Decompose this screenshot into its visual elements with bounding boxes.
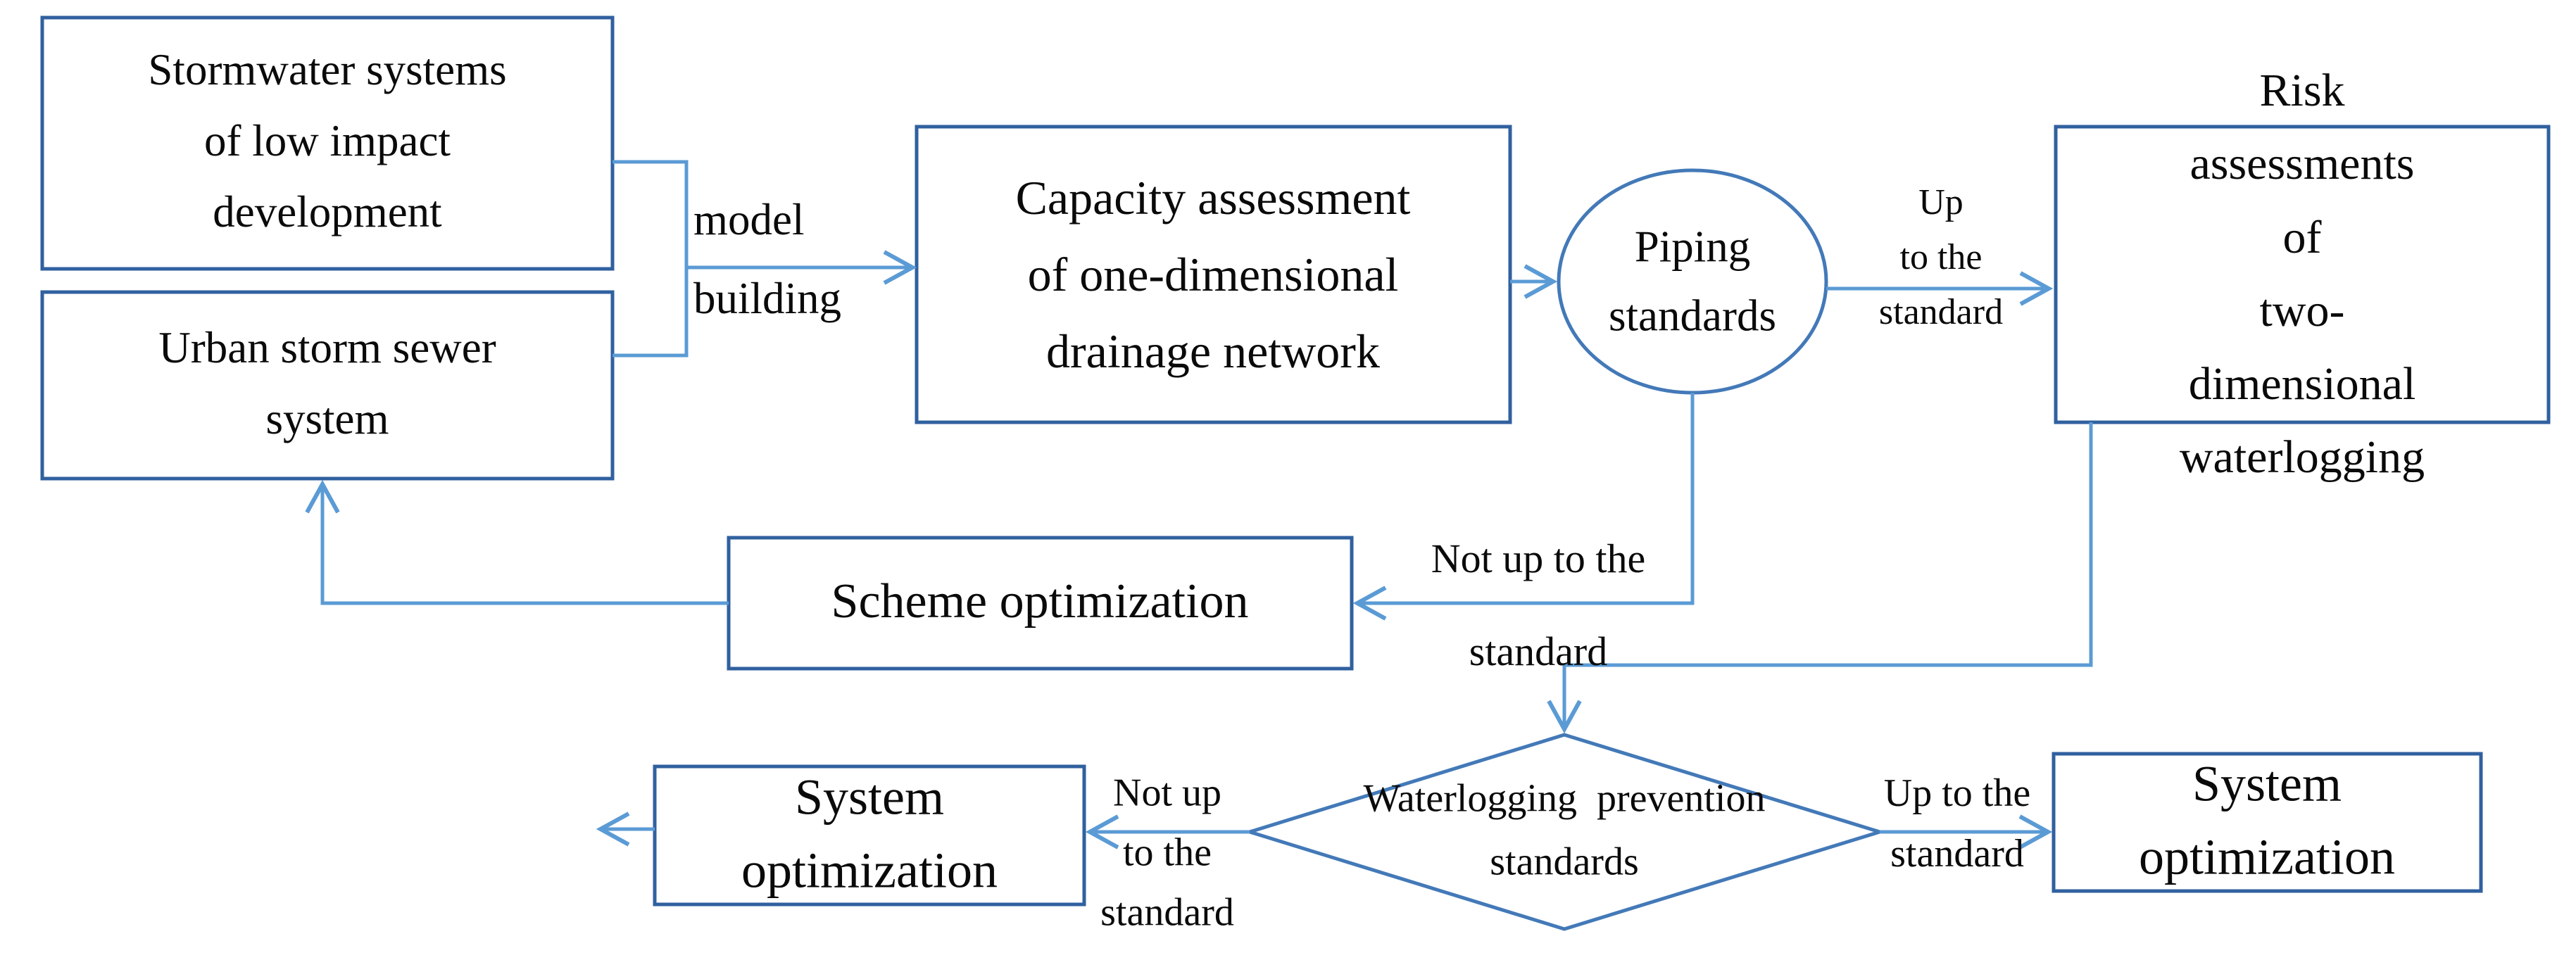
node-risk-box: [2054, 125, 2551, 424]
node-system-right-label: System optimization: [2139, 755, 2395, 885]
node-scheme-label: Scheme optimization: [831, 574, 1249, 629]
node-capacity-box: [915, 125, 1512, 424]
node-system-right-box: [2052, 752, 2483, 893]
edge-scheme-to-urban-arrow: [305, 479, 729, 605]
edge-label-up-to-standard-piping: Up to the standard: [1878, 182, 2004, 332]
node-scheme-box: [727, 536, 1354, 671]
node-system-left-box: [653, 764, 1086, 907]
edge-label-up-to-standard-diamond: Up to the standard: [1883, 771, 2031, 876]
edge-label-model-building: model building: [693, 195, 842, 323]
node-stormwater-label: Stormwater systems of low impact develop…: [148, 44, 507, 236]
edge-label-not-up-to-standard-diamond: Not up to the standard: [1100, 771, 1234, 935]
node-urban-box: [40, 290, 615, 481]
node-capacity-label: Capacity assessment of one-dimensional d…: [1015, 170, 1411, 378]
node-stormwater-box: [40, 15, 615, 271]
node-urban-label: Urban storm sewer system: [158, 323, 496, 443]
node-waterlogging-diamond: [1243, 733, 1886, 931]
edge-label-not-up-to-standard-piping: Not up to the standard: [1431, 536, 1646, 674]
node-system-left-label: System optimization: [741, 769, 998, 899]
node-piping-label: Piping standards: [1609, 222, 1776, 340]
edge-piping-to-scheme-arrow: [1352, 393, 1695, 621]
node-waterlogging-label: Waterlogging prevention standards: [1363, 776, 1766, 883]
node-risk-label: Risk assessments of two-dimensional wate…: [2179, 65, 2425, 484]
edge-inputs-bracket: [612, 160, 689, 358]
edge-risk-to-diamond-arrow: [1547, 422, 2093, 734]
